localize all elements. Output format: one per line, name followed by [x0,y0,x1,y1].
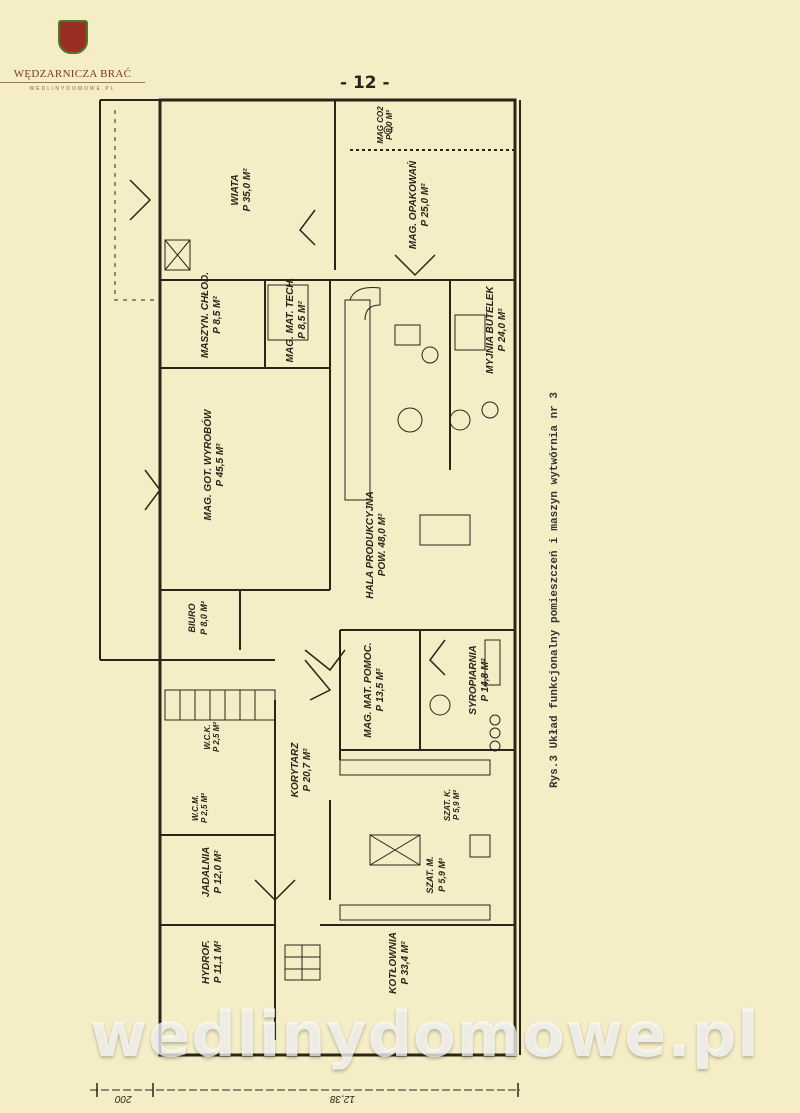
logo-divider [0,82,145,83]
room-label: SZAT. M.P 5,9 M² [425,856,447,894]
figure-caption: Rys.3 Układ funkcjonalny pomieszczeń i m… [549,391,561,789]
room-label: W.C.M.P 2,5 M² [191,793,209,823]
room-label: MASZYN. CHŁOD.P 8,5 M² [200,271,223,359]
logo-url: WEDLINYDOMOWE.PL [29,86,116,92]
room-label: W.C.K.P 2,5 M² [203,722,221,752]
dimension-main: 12,38 [330,1093,356,1104]
watermark: wedlinydomowe.pl [90,998,760,1071]
room-label: HYDROF.P 11,1 M² [201,940,224,984]
room-label: MAG. MAT. POMOC.P 13,5 M² [363,642,386,738]
outer-wall [158,98,517,1057]
logo-emblem-icon [57,20,88,54]
page-number: - 12 - [340,73,390,93]
dimension-left: 200 [115,1093,132,1104]
room-label: MAG. MAT. TECH.P 8,5 M² [285,277,308,363]
site-logo: WĘDZARNICZA BRAĆ WEDLINYDOMOWE.PL [0,20,145,92]
logo-name: WĘDZARNICZA BRAĆ [13,68,132,80]
room-label: SZAT. K.P 5,9 M² [443,788,461,822]
